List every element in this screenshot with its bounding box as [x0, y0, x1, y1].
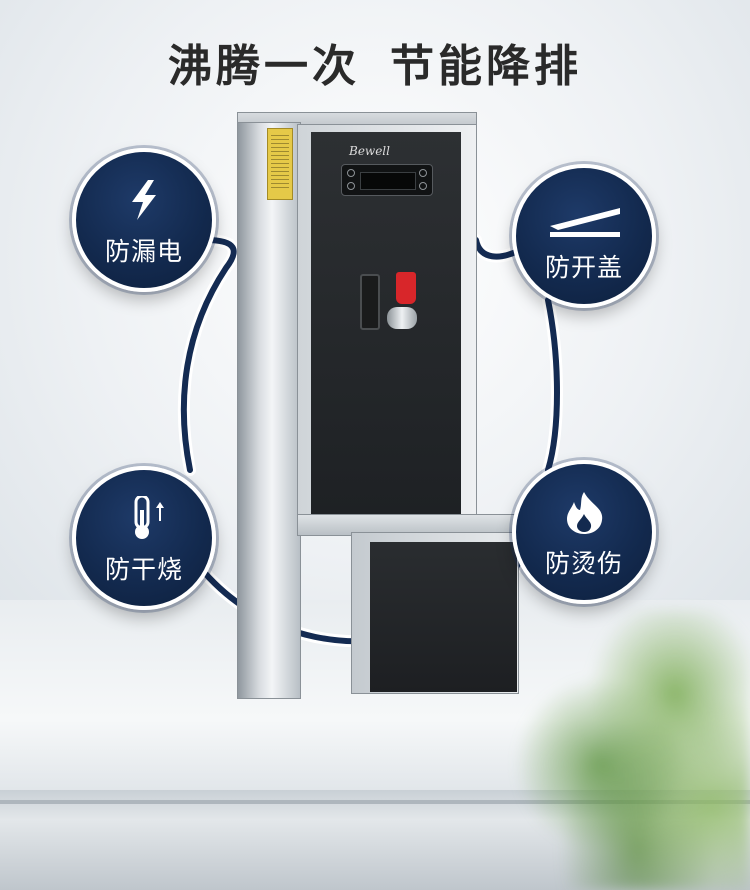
tap-handle-red [396, 272, 416, 304]
boiler-side [237, 122, 301, 699]
plant-blur [500, 610, 750, 890]
lightning-icon [132, 180, 156, 220]
display-button-4 [419, 182, 427, 190]
display-button-2 [347, 182, 355, 190]
feature-label: 防烫伤 [544, 549, 623, 578]
thermometer-icon [134, 496, 164, 539]
brand-logo: Bewell [349, 144, 390, 158]
control-display [341, 164, 433, 196]
tap-spout [387, 307, 417, 329]
water-boiler: Bewell [237, 112, 527, 702]
tap-handle-black [360, 274, 380, 330]
feature-dry-burn-protection: 防干烧 [72, 466, 216, 610]
page-title: 沸腾一次节能降排 [0, 30, 750, 94]
feature-label: 防干烧 [104, 555, 183, 584]
boiler-base-panel [370, 542, 517, 692]
feature-lid-protection: 防开盖 [512, 164, 656, 308]
feature-label: 防漏电 [104, 237, 183, 266]
feature-scald-protection: 防烫伤 [512, 460, 656, 604]
display-button-3 [419, 169, 427, 177]
title-part-1: 沸腾一次 [168, 41, 360, 92]
feature-leakage-protection: 防漏电 [72, 148, 216, 292]
lid-icon [550, 208, 620, 237]
display-button-1 [347, 169, 355, 177]
display-screen [360, 172, 416, 190]
warning-sticker [267, 128, 293, 200]
flame-icon [567, 492, 603, 534]
feature-label: 防开盖 [544, 253, 623, 282]
title-part-2: 节能降排 [390, 41, 582, 92]
